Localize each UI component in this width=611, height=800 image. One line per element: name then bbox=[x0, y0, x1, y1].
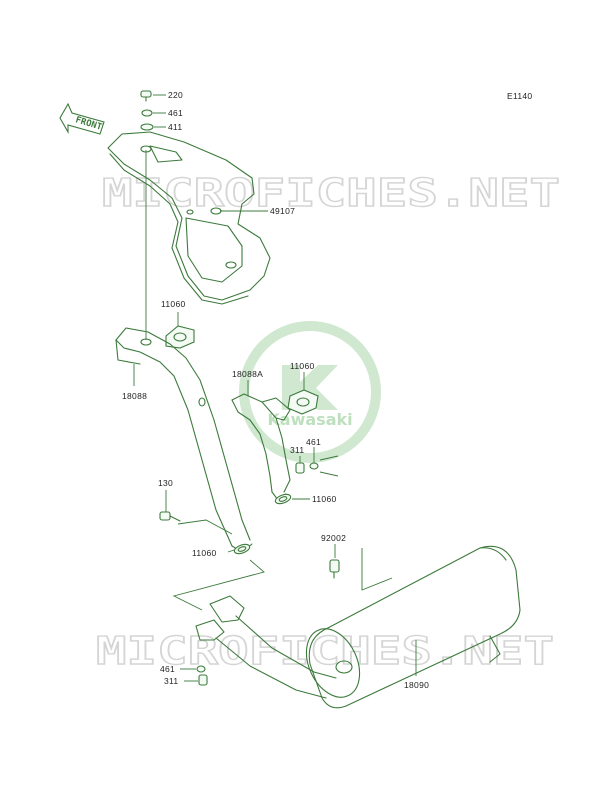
logo-text: Kawasaki bbox=[267, 410, 352, 429]
bolt-130-icon bbox=[159, 511, 181, 522]
label-11060-c: 11060 bbox=[312, 494, 337, 504]
label-92002: 92002 bbox=[321, 533, 346, 543]
bolt-220-icon bbox=[140, 90, 152, 102]
label-18090: 18090 bbox=[404, 680, 429, 690]
label-49107: 49107 bbox=[270, 206, 295, 216]
washer-461-mid-icon bbox=[309, 462, 319, 470]
nut-311-mid-icon bbox=[295, 462, 305, 474]
label-461-bottom: 461 bbox=[160, 664, 175, 674]
muffler-18090 bbox=[305, 545, 521, 709]
label-18088A: 18088A bbox=[232, 369, 263, 379]
inlet-pipe bbox=[195, 595, 337, 699]
label-130: 130 bbox=[158, 478, 173, 488]
gasket-11060-d-icon bbox=[233, 543, 251, 555]
watermark-top: MICROFICHES.NET bbox=[102, 171, 560, 215]
nut-311-bottom-icon bbox=[198, 674, 208, 686]
label-11060-d: 11060 bbox=[192, 548, 217, 558]
exhaust-pipe-18088 bbox=[115, 327, 253, 553]
bolt-92002-icon bbox=[329, 559, 340, 579]
gasket-11060-c-icon bbox=[274, 493, 292, 505]
label-461-mid: 461 bbox=[306, 437, 321, 447]
label-311-mid: 311 bbox=[290, 445, 304, 455]
label-411: 411 bbox=[168, 122, 182, 132]
front-arrow-icon: FRONT bbox=[59, 102, 105, 135]
label-220: 220 bbox=[168, 90, 183, 100]
heat-guard-49107 bbox=[107, 131, 271, 305]
washer-411-icon bbox=[140, 123, 154, 131]
washer-461-bottom-icon bbox=[196, 665, 206, 673]
label-11060-b: 11060 bbox=[290, 361, 315, 371]
label-461-top: 461 bbox=[168, 108, 183, 118]
diagram-code: E1140 bbox=[507, 91, 532, 101]
watermark-bottom: MICROFICHES.NET bbox=[96, 629, 554, 673]
washer-461-top-icon bbox=[141, 109, 153, 117]
label-311-bottom: 311 bbox=[164, 676, 178, 686]
label-18088: 18088 bbox=[122, 391, 147, 401]
label-11060-a: 11060 bbox=[161, 299, 186, 309]
